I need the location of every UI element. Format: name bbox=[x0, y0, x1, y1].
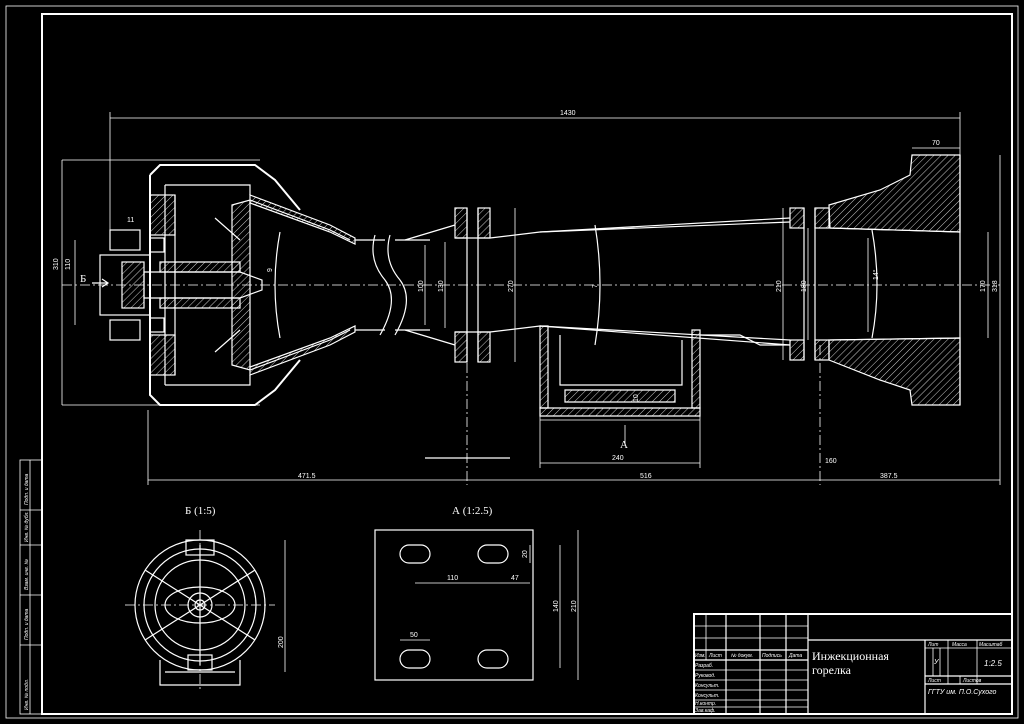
tb-col-date: Дата bbox=[788, 653, 802, 659]
view-a-dim-47: 47 bbox=[511, 575, 519, 582]
dim-9: 9 bbox=[267, 268, 274, 272]
view-b-title: Б (1:5) bbox=[185, 505, 216, 517]
tb-row-nkontr: Н.контр. bbox=[695, 701, 716, 707]
diffuser-tube bbox=[489, 221, 791, 341]
label-a: А bbox=[620, 439, 628, 451]
tb-row-rukov: Руковод. bbox=[695, 673, 715, 679]
tb-masshtab: Масштаб bbox=[979, 642, 1003, 648]
side-stamp-s1: Подп. и дата bbox=[24, 473, 30, 505]
view-a-dim-20: 20 bbox=[522, 550, 529, 558]
tb-lit: Лит bbox=[927, 642, 938, 648]
view-a-dim-210: 210 bbox=[571, 600, 578, 612]
mixer-throat bbox=[355, 239, 385, 331]
dim-160: 160 bbox=[825, 458, 837, 465]
side-stamp: Подп. и дата Инв. № дубл. Взам. инв. № П… bbox=[19, 459, 43, 715]
view-a-dim-140: 140 bbox=[553, 600, 560, 612]
tb-row-konsult1: Консульт. bbox=[695, 683, 719, 689]
dim-110: 110 bbox=[65, 259, 72, 270]
dim-seg-right: 387.5 bbox=[880, 473, 898, 480]
view-a-dim-50: 50 bbox=[410, 632, 418, 639]
dim-11: 11 bbox=[127, 217, 134, 224]
dim-seg-left: 471.5 bbox=[298, 473, 316, 480]
side-stamp-s4: Подп. и дата bbox=[24, 608, 30, 640]
mid-flange bbox=[454, 207, 468, 239]
dim-7: 7 bbox=[592, 284, 599, 288]
tb-massa: Масса bbox=[952, 642, 967, 648]
dim-210: 210 bbox=[776, 280, 783, 292]
tb-row-konsult2: Консульт. bbox=[695, 693, 719, 699]
title-block: Изм. Лист № докум. Подпись Дата Разраб. … bbox=[693, 613, 1013, 715]
tb-list: Лист bbox=[927, 678, 941, 684]
dim-310: 310 bbox=[53, 258, 60, 270]
view-b-dim-height: 200 bbox=[278, 636, 285, 648]
tb-scale: 1:2.5 bbox=[984, 659, 1002, 668]
dim-240: 240 bbox=[612, 455, 624, 462]
dimension-lines bbox=[61, 112, 1001, 485]
dim-seg-mid: 516 bbox=[640, 473, 652, 480]
side-stamp-s2: Инв. № дубл. bbox=[24, 511, 30, 542]
main-view bbox=[62, 154, 1000, 485]
gas-inlet bbox=[99, 254, 151, 316]
tb-col-sign: Подпись bbox=[762, 653, 782, 659]
dim-180: 180 bbox=[801, 280, 808, 292]
dim-10: 10 bbox=[633, 394, 640, 402]
dim-270: 270 bbox=[508, 280, 515, 292]
tb-org: ГГТУ им. П.О.Сухого bbox=[928, 689, 996, 696]
inner-frame bbox=[41, 13, 1013, 715]
dim-angle: 14° bbox=[872, 269, 880, 280]
burner-head bbox=[828, 154, 961, 233]
right-flange bbox=[789, 207, 805, 229]
view-a-dim-110: 110 bbox=[447, 575, 458, 582]
tb-listov: Листов bbox=[962, 678, 982, 684]
support-bracket bbox=[539, 325, 790, 417]
dim-100: 100 bbox=[418, 280, 425, 292]
dim-318: 318 bbox=[992, 280, 999, 292]
dim-overall-length: 1430 bbox=[560, 110, 576, 117]
tb-title-line1: Инжекционная bbox=[812, 649, 889, 663]
dim-130: 130 bbox=[438, 280, 445, 292]
dim-flange-width: 70 bbox=[932, 140, 940, 147]
dim-170: 170 bbox=[980, 280, 987, 292]
outer-frame bbox=[5, 5, 1019, 719]
label-b: Б bbox=[80, 273, 86, 285]
tb-col-izm: Изм. bbox=[695, 653, 706, 659]
tb-title-line2: горелка bbox=[812, 663, 852, 677]
tb-letter: У bbox=[933, 659, 940, 666]
tb-row-razrab: Разраб. bbox=[695, 663, 713, 669]
dimension-texts: 1430 70 310 110 11 9 100 130 270 7 210 1… bbox=[53, 110, 999, 480]
tb-col-list: Лист bbox=[708, 653, 722, 659]
tb-row-zav: Зав.каф. bbox=[695, 708, 716, 714]
tb-col-doc: № докум. bbox=[731, 653, 753, 659]
side-stamp-s3: Взам. инв. № bbox=[24, 558, 30, 590]
view-a: 110 47 20 50 140 210 bbox=[374, 529, 579, 681]
view-b: 200 bbox=[125, 530, 286, 690]
side-stamp-s5: Инв. № подл. bbox=[24, 679, 30, 710]
view-a-title: А (1:2.5) bbox=[452, 505, 493, 517]
